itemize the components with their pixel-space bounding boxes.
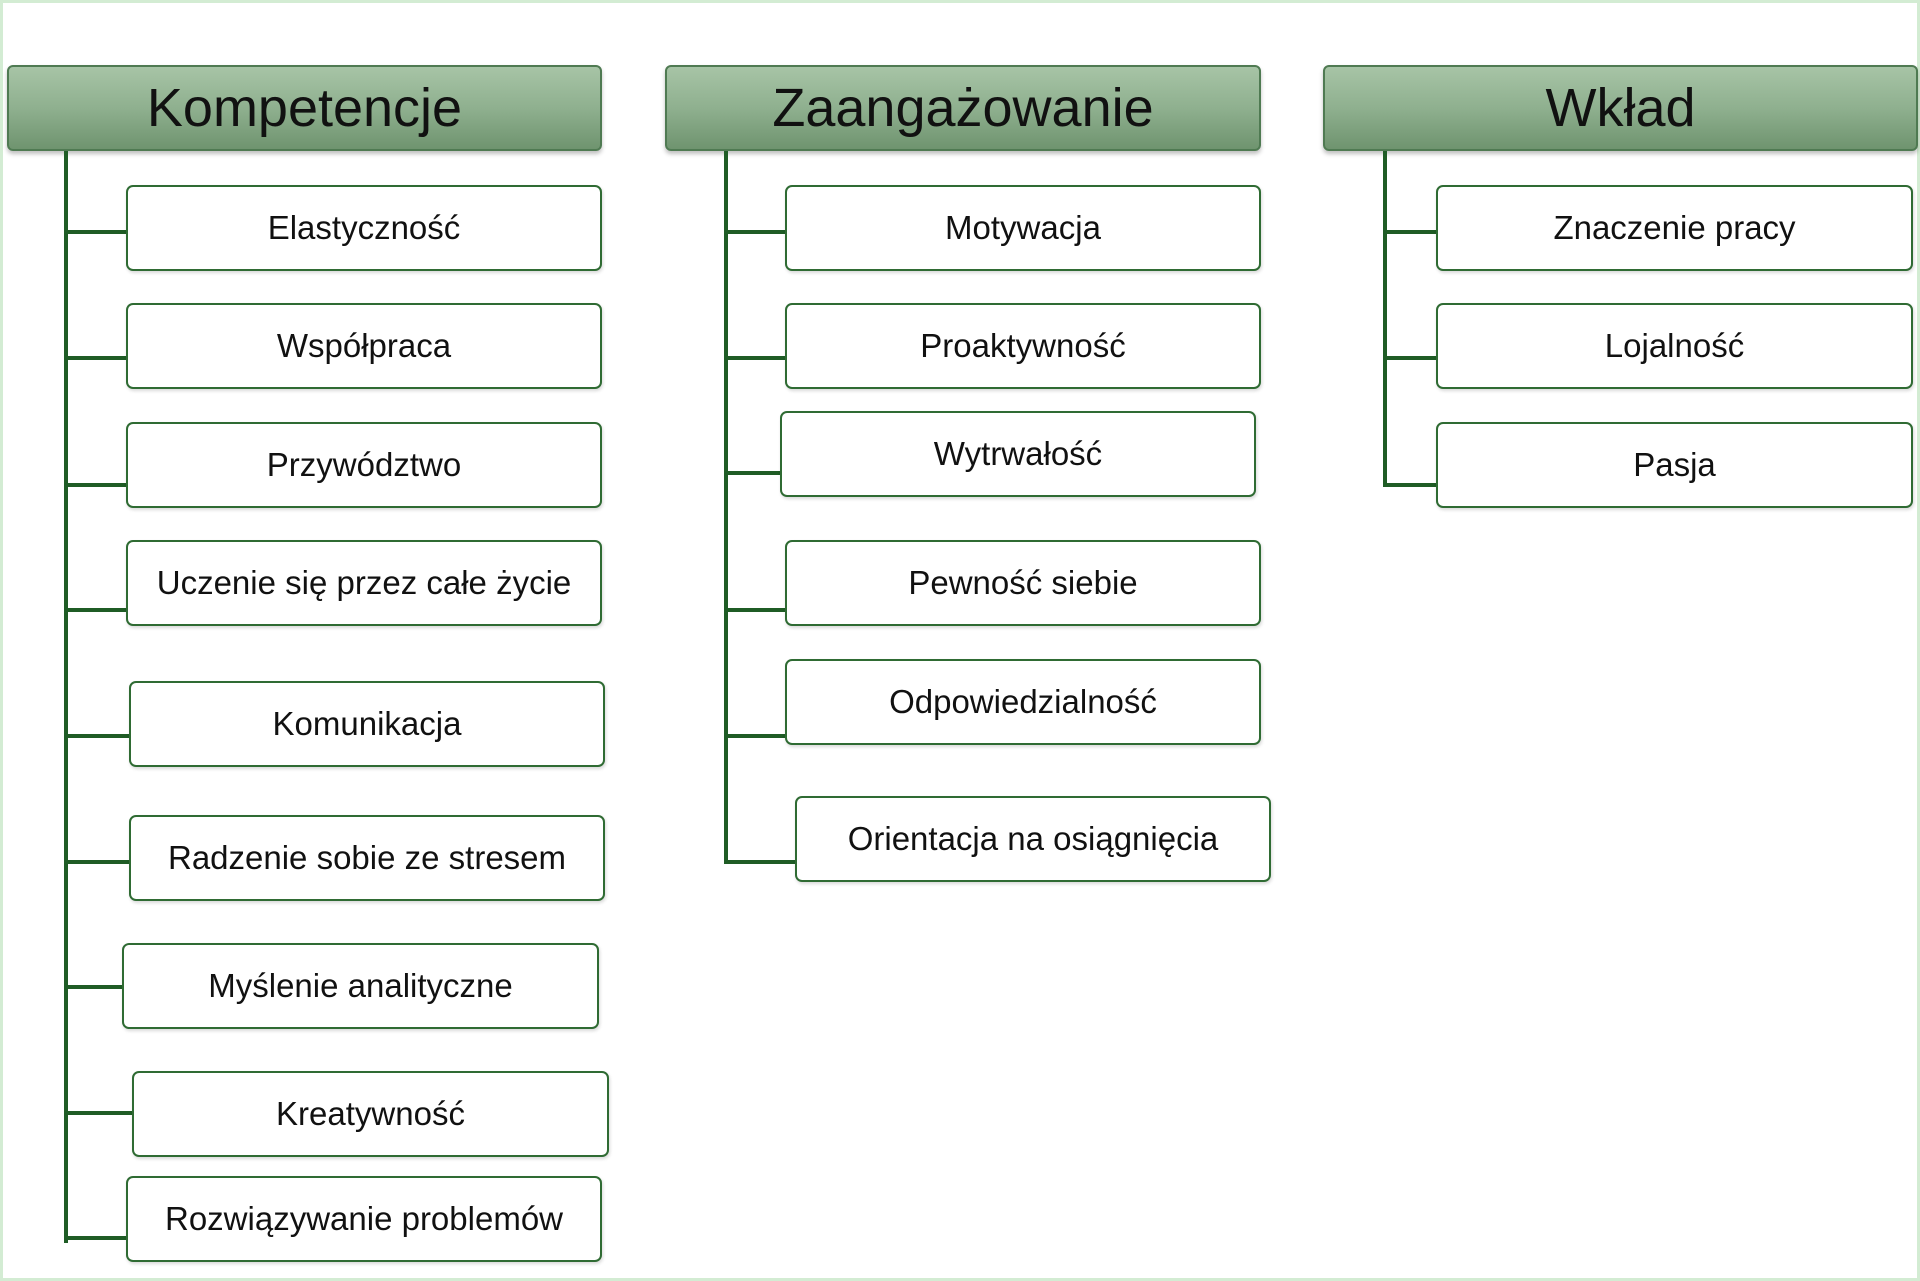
connector-branch — [64, 860, 130, 864]
connector-trunk-zaangazowanie — [724, 151, 728, 864]
item-pewnosc-siebie: Pewność siebie — [785, 540, 1261, 626]
connector-branch — [724, 230, 786, 234]
item-myslenie-analityczne: Myślenie analityczne — [122, 943, 599, 1029]
connector-branch — [1383, 356, 1438, 360]
item-przywodztwo: Przywództwo — [126, 422, 602, 508]
connector-branch — [64, 356, 127, 360]
item-uczenie-sie: Uczenie się przez całe życie — [126, 540, 602, 626]
connector-branch — [724, 860, 796, 864]
connector-branch — [724, 734, 786, 738]
connector-branch — [64, 608, 127, 612]
item-orientacja-na-osiagniecia: Orientacja na osiągnięcia — [795, 796, 1271, 882]
item-motywacja: Motywacja — [785, 185, 1261, 271]
header-zaangazowanie: Zaangażowanie — [665, 65, 1261, 151]
connector-branch — [64, 734, 130, 738]
item-kreatywnosc: Kreatywność — [132, 1071, 609, 1157]
item-wspolpraca: Współpraca — [126, 303, 602, 389]
connector-trunk-kompetencje — [64, 151, 68, 1243]
header-kompetencje: Kompetencje — [7, 65, 602, 151]
item-lojalnosc: Lojalność — [1436, 303, 1913, 389]
connector-branch — [64, 1236, 127, 1240]
connector-trunk-wklad — [1383, 151, 1387, 487]
connector-branch — [724, 356, 786, 360]
connector-branch — [1383, 483, 1438, 487]
connector-branch — [724, 471, 781, 475]
item-odpowiedzialnosc: Odpowiedzialność — [785, 659, 1261, 745]
connector-branch — [64, 1111, 134, 1115]
item-znaczenie-pracy: Znaczenie pracy — [1436, 185, 1913, 271]
connector-branch — [1383, 230, 1438, 234]
item-proaktywnosc: Proaktywność — [785, 303, 1261, 389]
item-komunikacja: Komunikacja — [129, 681, 605, 767]
connector-branch — [724, 608, 786, 612]
connector-branch — [64, 230, 127, 234]
item-radzenie-sobie: Radzenie sobie ze stresem — [129, 815, 605, 901]
item-pasja: Pasja — [1436, 422, 1913, 508]
item-elastycznosc: Elastyczność — [126, 185, 602, 271]
connector-branch — [64, 985, 124, 989]
item-wytrwalosc: Wytrwałość — [780, 411, 1256, 497]
header-wklad: Wkład — [1323, 65, 1918, 151]
connector-branch — [64, 483, 127, 487]
item-rozwiazywanie-problemow: Rozwiązywanie problemów — [126, 1176, 602, 1262]
